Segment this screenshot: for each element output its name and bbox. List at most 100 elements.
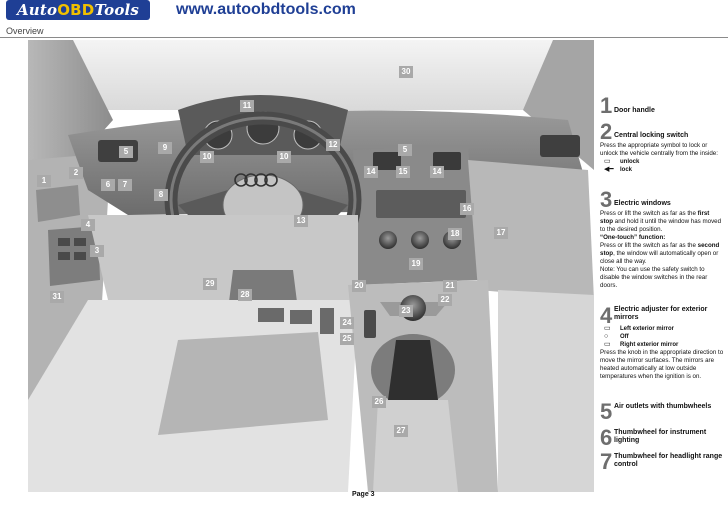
symbol-label: Left exterior mirror bbox=[620, 326, 675, 332]
window-switch-2 bbox=[74, 238, 86, 246]
legend-text: Press or lift the switch as far as the f… bbox=[600, 210, 724, 234]
legend-title: Electric adjuster for exterior mirrors bbox=[614, 306, 708, 321]
callout-17: 17 bbox=[494, 227, 508, 239]
callout-15: 15 bbox=[396, 166, 410, 178]
callout-24: 24 bbox=[340, 317, 354, 329]
section-title: Overview bbox=[6, 26, 44, 36]
legend-entry-7: 7 Thumbwheel for headlight range control bbox=[600, 449, 726, 474]
off-icon: ○ bbox=[604, 333, 609, 340]
mirror-right-icon: ▭ bbox=[604, 341, 611, 348]
legend-title: Electric windows bbox=[614, 200, 671, 207]
callout-28: 28 bbox=[238, 289, 252, 301]
handbrake-area bbox=[373, 400, 458, 492]
text-run: Press or lift the switch as far as the bbox=[600, 242, 698, 249]
callout-14-right: 14 bbox=[430, 166, 444, 178]
legend-subheading: “One-touch” function: bbox=[600, 234, 666, 241]
legend-entry-2: 2 Central locking switch Press the appro… bbox=[600, 119, 726, 186]
legend-number: 3 bbox=[600, 187, 613, 212]
callout-16: 16 bbox=[460, 203, 474, 215]
callout-13: 13 bbox=[294, 215, 308, 227]
logo-text-prefix: Auto bbox=[16, 1, 58, 19]
symbol-row-left-mirror: ▭ Left exterior mirror bbox=[600, 325, 724, 333]
symbol-row-right-mirror: ▭ Right exterior mirror bbox=[600, 341, 724, 349]
window-switch-3 bbox=[58, 252, 70, 260]
text-run: Press or lift the switch as far as the bbox=[600, 210, 698, 217]
symbol-label: Right exterior mirror bbox=[620, 342, 679, 348]
text-emphasis: first stop bbox=[600, 210, 710, 225]
passenger-footwell bbox=[498, 290, 594, 492]
callout-12: 12 bbox=[326, 139, 340, 151]
callout-25: 25 bbox=[340, 333, 354, 345]
passenger-air-vent bbox=[540, 135, 580, 157]
gear-lever-boot bbox=[388, 340, 438, 400]
legend-number: 7 bbox=[600, 449, 613, 474]
callout-18: 18 bbox=[448, 228, 462, 240]
door-handle bbox=[36, 185, 80, 222]
legend-number: 6 bbox=[600, 425, 613, 450]
legend-entry-1: 1 Door handle bbox=[600, 95, 726, 118]
legend-entry-6: 6 Thumbwheel for instrument lighting bbox=[600, 425, 726, 450]
symbol-row-unlock: ▭ unlock bbox=[600, 158, 724, 166]
header-divider bbox=[0, 37, 728, 38]
callout-9: 9 bbox=[158, 142, 172, 154]
callout-5-center: 5 bbox=[398, 144, 412, 156]
callout-14-left: 14 bbox=[364, 166, 378, 178]
callout-29: 29 bbox=[203, 278, 217, 290]
callout-10-right: 10 bbox=[277, 151, 291, 163]
text-run: , the window will automatically open or … bbox=[600, 250, 719, 265]
legend-entry-5: 5 Air outlets with thumbwheels bbox=[600, 401, 726, 424]
parking-brake-switch bbox=[364, 310, 376, 338]
window-switch-4 bbox=[74, 252, 86, 260]
callout-21: 21 bbox=[443, 280, 457, 292]
callout-4: 4 bbox=[81, 219, 95, 231]
legend-number: 2 bbox=[600, 119, 613, 144]
legend-entry-3: 3 Electric windows Press or lift the swi… bbox=[600, 187, 726, 300]
center-air-vent-left bbox=[373, 152, 401, 170]
legend-title: Door handle bbox=[614, 107, 655, 114]
legend-panel: 1 Door handle 2 Central locking switch P… bbox=[600, 95, 726, 491]
callout-23: 23 bbox=[399, 305, 413, 317]
callout-27: 27 bbox=[394, 425, 408, 437]
brake-pedal bbox=[290, 310, 312, 324]
callout-22: 22 bbox=[438, 294, 452, 306]
legend-body: ▭ Left exterior mirror ○ Off ▭ Right ext… bbox=[600, 325, 724, 381]
site-url-link[interactable]: www.autoobdtools.com bbox=[176, 1, 356, 18]
legend-text: Press the appropriate symbol to lock or … bbox=[600, 142, 718, 157]
callout-31: 31 bbox=[50, 291, 64, 303]
legend-note: Note: You can use the safety switch to d… bbox=[600, 266, 708, 289]
window-switch-1 bbox=[58, 238, 70, 246]
logo-text-accent: OBD bbox=[57, 1, 95, 19]
legend-body: Press or lift the switch as far as the f… bbox=[600, 210, 724, 290]
dashboard-illustration: 30 11 12 9 5 5 10 10 14 15 14 2 1 6 7 8 … bbox=[28, 40, 594, 492]
mirror-left-icon: ▭ bbox=[604, 325, 611, 332]
legend-entry-4: 4 Electric adjuster for exterior mirrors… bbox=[600, 305, 726, 400]
unlock-icon: ▭ bbox=[604, 158, 611, 165]
climate-knob-left bbox=[379, 231, 397, 249]
callout-30: 30 bbox=[399, 66, 413, 78]
callout-7: 7 bbox=[118, 179, 132, 191]
symbol-label: lock bbox=[620, 167, 633, 173]
callout-10-left: 10 bbox=[200, 151, 214, 163]
windshield bbox=[68, 40, 568, 110]
text-emphasis: second stop bbox=[600, 242, 720, 257]
callout-26: 26 bbox=[372, 396, 386, 408]
callout-19: 19 bbox=[409, 258, 423, 270]
legend-title: Air outlets with thumbwheels bbox=[614, 403, 712, 410]
audi-rings-logo bbox=[234, 173, 278, 187]
floor-mat bbox=[158, 332, 328, 435]
legend-title: Central locking switch bbox=[614, 132, 689, 139]
lower-dash-driver bbox=[88, 215, 358, 300]
page-number: Page 3 bbox=[352, 491, 375, 498]
center-air-vent-right bbox=[433, 152, 461, 170]
callout-11: 11 bbox=[240, 100, 254, 112]
clutch-pedal bbox=[258, 308, 284, 322]
callout-1: 1 bbox=[37, 175, 51, 187]
lock-icon: ◀━ bbox=[604, 166, 614, 173]
symbol-label: Off bbox=[620, 334, 629, 340]
legend-body: Press the appropriate symbol to lock or … bbox=[600, 142, 724, 174]
text-run: and hold it until the window has moved t… bbox=[600, 218, 722, 233]
legend-title: Thumbwheel for headlight range control bbox=[614, 453, 723, 468]
symbol-row-lock: ◀━ lock bbox=[600, 166, 724, 174]
